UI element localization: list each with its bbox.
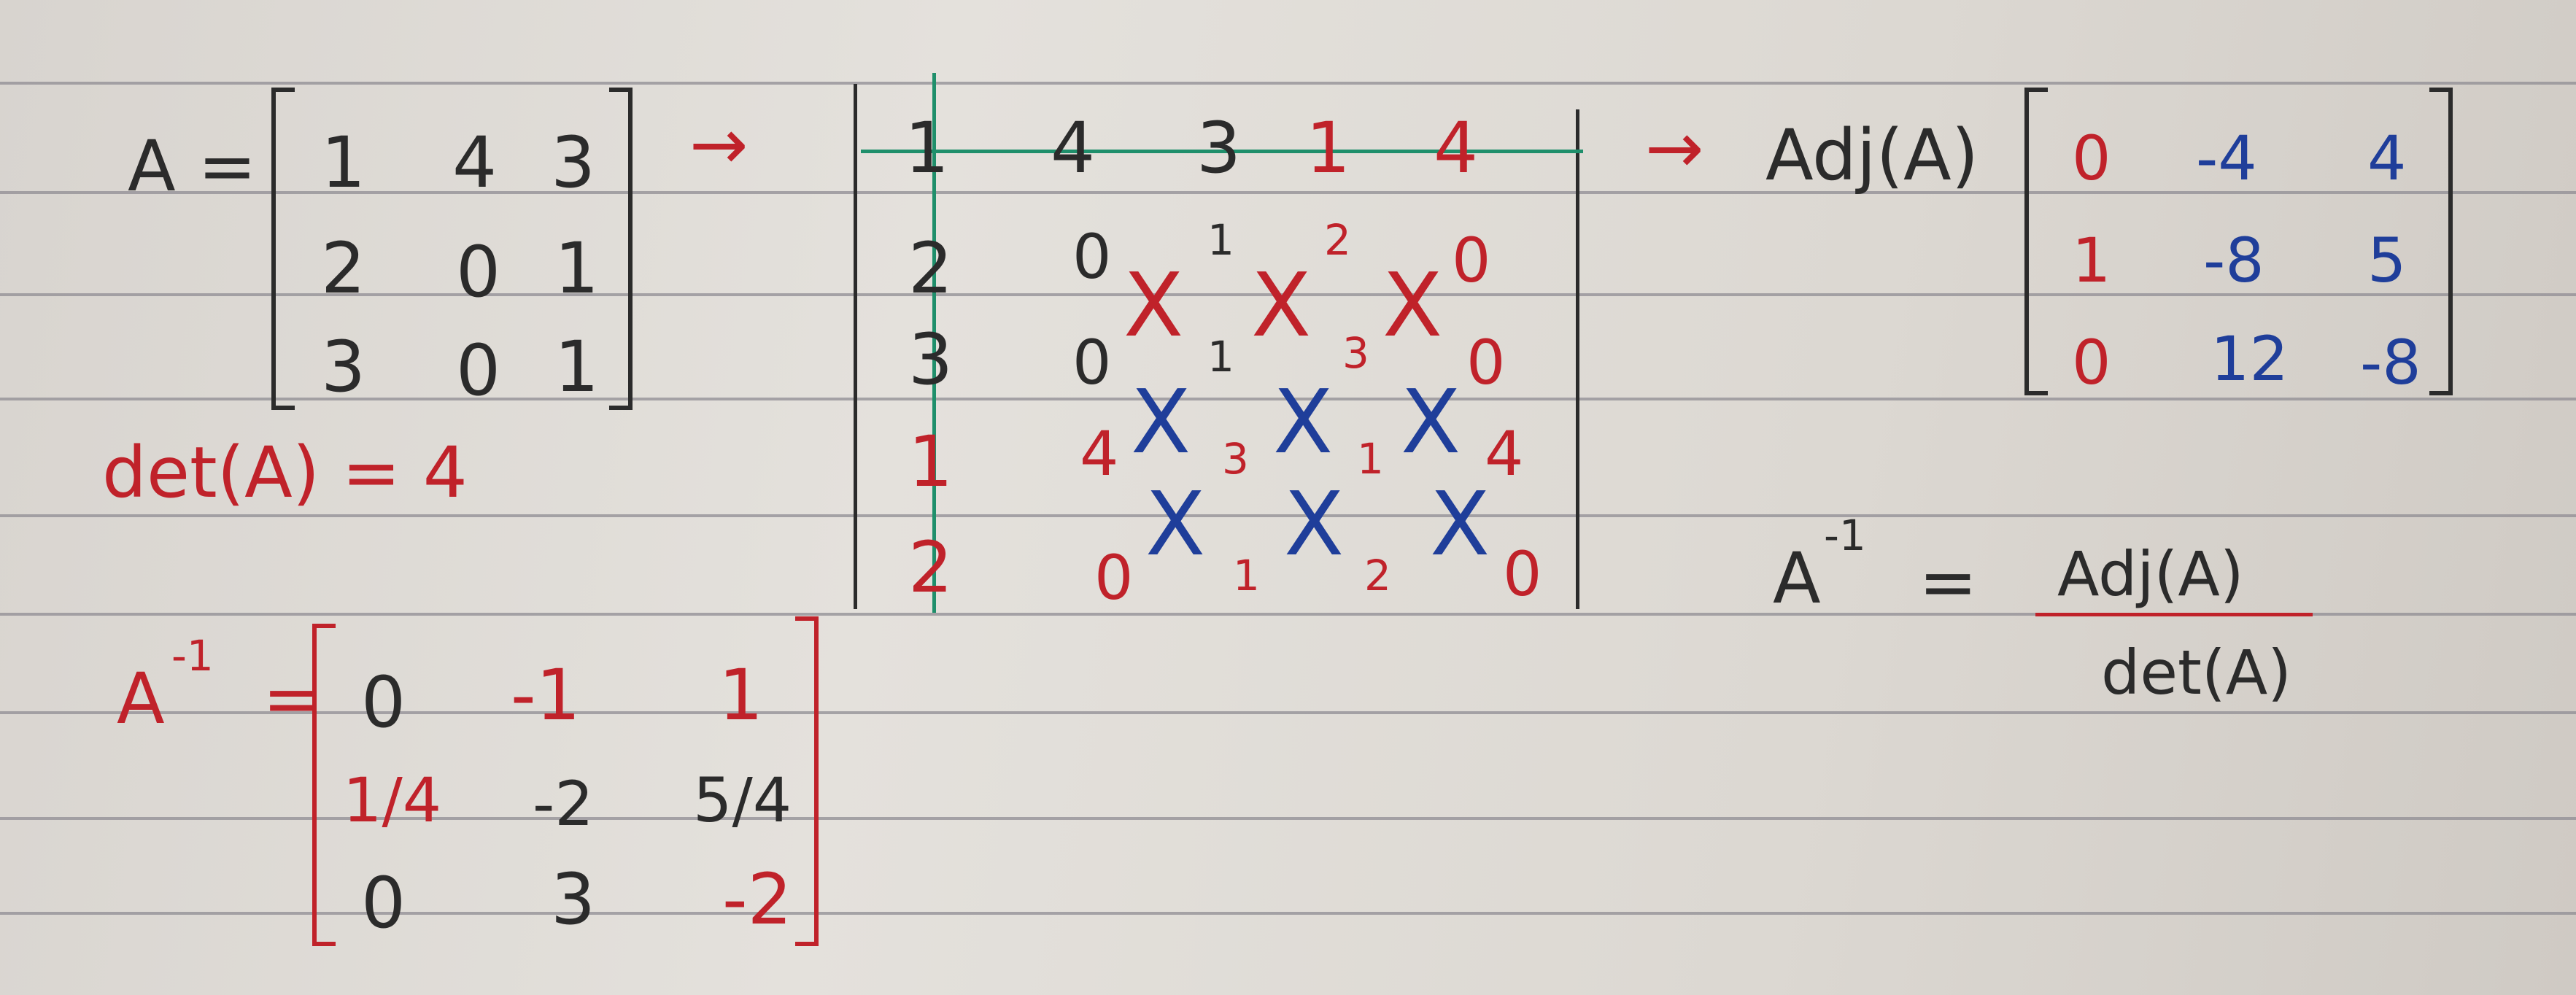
grid-cell: 2 xyxy=(1364,551,1391,600)
ruled-line xyxy=(0,711,2576,714)
grid-divider xyxy=(932,73,936,613)
grid-cell: 2 xyxy=(1324,215,1351,265)
ruled-line xyxy=(0,912,2576,915)
grid-cell: 4 xyxy=(1485,418,1524,489)
adjoint-cell: 0 xyxy=(2072,123,2111,194)
grid-cell: 1 xyxy=(1233,551,1260,600)
grid-cell: 0 xyxy=(1503,538,1542,610)
matrix-a-cell: 1 xyxy=(554,326,600,408)
adjoint-cell: 0 xyxy=(2072,327,2111,398)
matrix-a-cell: 0 xyxy=(456,330,501,411)
determinant: det(A) = 4 xyxy=(102,432,468,514)
inverse-cell: 0 xyxy=(361,862,406,944)
grid-cell: 3 xyxy=(1342,328,1369,378)
ruled-line xyxy=(0,514,2576,517)
inverse-exponent: -1 xyxy=(171,631,214,681)
inverse-left-bracket xyxy=(312,624,336,946)
grid-cell: 3 xyxy=(1222,434,1249,484)
grid-cell: 0 xyxy=(1452,225,1491,296)
grid-cell: 0 xyxy=(1072,221,1112,293)
ruled-line xyxy=(0,191,2576,194)
ruled-line xyxy=(0,293,2576,296)
grid-frame-left xyxy=(854,84,857,609)
inverse-cell: 1/4 xyxy=(343,764,442,836)
arrow-icon: → xyxy=(689,104,749,185)
adjoint-cell: 5 xyxy=(2367,225,2407,296)
matrix-a-cell: 1 xyxy=(554,228,600,309)
grid-left-cell: 2 xyxy=(908,228,954,309)
inverse-label: A xyxy=(117,658,165,740)
grid-cell: 0 xyxy=(1072,327,1112,398)
cross-mark: X xyxy=(1273,372,1334,473)
matrix-a-left-bracket xyxy=(271,88,295,410)
inverse-cell: -2 xyxy=(722,859,792,940)
cross-mark: X xyxy=(1131,372,1191,473)
matrix-a-cell: 3 xyxy=(551,122,596,204)
cross-mark: X xyxy=(1251,255,1312,357)
adjoint-cell: -4 xyxy=(2196,123,2257,194)
matrix-a-cell: 1 xyxy=(321,122,366,204)
grid-cell: 0 xyxy=(1094,542,1134,613)
cross-mark: X xyxy=(1430,474,1490,576)
grid-header-cell: 4 xyxy=(1051,107,1096,189)
grid-frame-right xyxy=(1576,109,1579,609)
formula-exponent: -1 xyxy=(1824,511,1866,560)
ruled-line xyxy=(0,613,2576,616)
adjoint-right-bracket xyxy=(2429,88,2453,395)
grid-cell: 0 xyxy=(1466,327,1506,398)
grid-left-cell: 2 xyxy=(908,527,954,608)
formula-lhs: A xyxy=(1773,538,1821,619)
cross-mark: X xyxy=(1123,255,1184,357)
cross-mark: X xyxy=(1284,474,1345,576)
grid-cell: 4 xyxy=(1080,418,1119,489)
grid-header-cell: 1 xyxy=(1306,107,1351,189)
matrix-a-cell: 3 xyxy=(321,326,366,408)
grid-left-cell: 1 xyxy=(908,421,954,503)
adjoint-left-bracket xyxy=(2024,88,2048,395)
grid-header-line xyxy=(861,150,1583,153)
matrix-a-right-bracket xyxy=(609,88,633,410)
grid-cell: 1 xyxy=(1207,215,1234,265)
inverse-cell: -1 xyxy=(511,654,581,736)
cross-mark: X xyxy=(1145,474,1206,576)
formula-equals: = xyxy=(1919,541,1978,623)
grid-header-cell: 1 xyxy=(905,107,950,189)
fraction-bar xyxy=(2035,613,2313,616)
cross-mark: X xyxy=(1401,372,1461,473)
ruled-line xyxy=(0,82,2576,85)
inverse-cell: 5/4 xyxy=(693,764,792,836)
adjoint-cell: -8 xyxy=(2360,327,2421,398)
matrix-a-cell: 2 xyxy=(321,228,366,309)
cross-mark: X xyxy=(1382,255,1443,357)
inverse-cell: 0 xyxy=(361,662,406,743)
adjoint-cell: -8 xyxy=(2203,225,2264,296)
adjoint-label: Adj(A) xyxy=(1765,115,1979,196)
inverse-cell: 3 xyxy=(551,859,596,940)
matrix-a-cell: 4 xyxy=(452,122,498,204)
ruled-line xyxy=(0,817,2576,820)
ruled-line xyxy=(0,398,2576,400)
adjoint-cell: 12 xyxy=(2211,323,2289,395)
adjoint-cell: 4 xyxy=(2367,123,2407,194)
inverse-cell: 1 xyxy=(719,654,764,736)
adjoint-cell: 1 xyxy=(2072,225,2111,296)
grid-left-cell: 3 xyxy=(908,319,954,400)
inverse-right-bracket xyxy=(795,616,819,946)
inverse-equals: = xyxy=(263,658,322,740)
formula-denominator: det(A) xyxy=(2101,637,2291,708)
grid-header-cell: 4 xyxy=(1434,107,1479,189)
formula-numerator: Adj(A) xyxy=(2057,538,2244,610)
grid-cell: 1 xyxy=(1357,434,1384,484)
grid-header-cell: 3 xyxy=(1196,107,1242,189)
arrow-icon: → xyxy=(1645,107,1704,189)
grid-cell: 1 xyxy=(1207,332,1234,382)
inverse-cell: -2 xyxy=(533,768,594,840)
matrix-a-label: A = xyxy=(128,125,257,207)
matrix-a-cell: 0 xyxy=(456,231,501,313)
